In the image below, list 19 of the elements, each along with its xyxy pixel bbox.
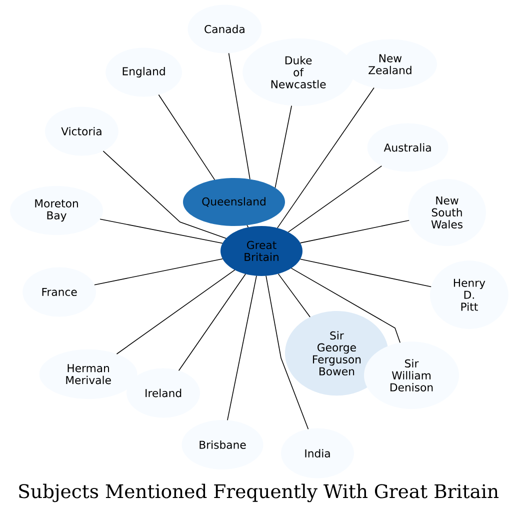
connector-line bbox=[227, 275, 257, 421]
connector-line bbox=[178, 274, 246, 371]
diagram-title: Subjects Mentioned Frequently With Great Britain bbox=[19, 484, 499, 502]
connector-line bbox=[300, 258, 432, 288]
connector-line bbox=[158, 94, 216, 180]
connector-line bbox=[266, 275, 309, 430]
connector-line bbox=[94, 258, 223, 286]
connector-line bbox=[102, 150, 226, 239]
connector-line bbox=[290, 268, 400, 343]
connector-line bbox=[300, 220, 410, 244]
connector-line bbox=[277, 87, 374, 228]
connector-line bbox=[288, 166, 382, 232]
connector-line bbox=[274, 105, 292, 188]
connector-line bbox=[100, 218, 223, 244]
connector-line bbox=[116, 270, 236, 354]
connector-line bbox=[228, 52, 250, 180]
connector-line bbox=[246, 224, 249, 228]
node-label: New Zealand bbox=[368, 54, 412, 74]
connector-line bbox=[278, 273, 310, 318]
